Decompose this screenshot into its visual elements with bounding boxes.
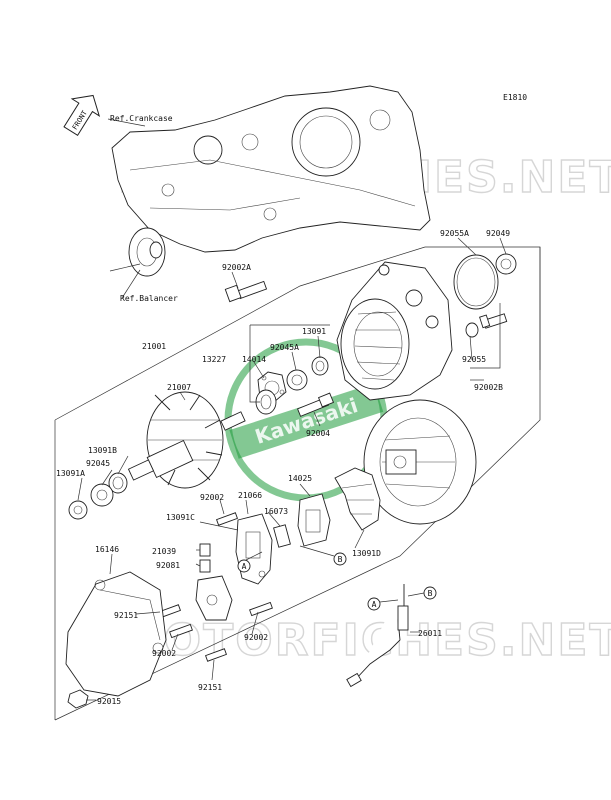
brush-holder-16073 [273,524,291,548]
stator-14025 [334,467,381,531]
part-21066: 21066 [238,491,262,500]
part-92055: 92055 [462,355,486,364]
part-92004: 92004 [306,429,330,438]
part-92015: 92015 [97,697,121,706]
nut-92015 [67,689,89,709]
collar-13091B [108,472,128,494]
screw-92002-b [169,623,193,639]
part-21039: 21039 [152,547,176,556]
svg-text:B: B [338,555,343,564]
seal-14014 [255,389,277,415]
callout-b-1: B [333,552,347,566]
part-14014: 14014 [242,355,266,364]
callout-a-2: A [367,597,381,611]
balancer-drawing [128,227,166,277]
part-13091D: 13091D [352,549,381,558]
part-92002-label-3: 92002 [244,633,268,642]
part-92151-label-1: 92151 [114,611,138,620]
rear-housing [363,399,477,525]
part-14025: 14025 [288,474,312,483]
collar-13091A [68,500,88,520]
stud-92004 [297,392,335,417]
crankcase-drawing [111,85,431,253]
screw-92002-c [249,601,273,617]
part-92002A: 92002A [222,263,251,272]
part-labels: 92055A 92049 92002A 13091 21001 13227 14… [56,229,510,706]
ic-holder [195,575,233,621]
regulator-21066 [297,493,331,547]
part-92055A: 92055A [440,229,469,238]
part-13091A: 13091A [56,469,85,478]
part-13091C: 13091C [166,513,195,522]
callout-a-1: A [237,559,251,573]
screw-92002-a [216,512,238,526]
part-13091B: 13091B [88,446,117,455]
bolt-92002A [224,280,268,303]
part-26011: 26011 [418,629,442,638]
brush-assembly-21039 [235,513,273,585]
bearing-92045A [286,369,308,391]
screw-92151-b [205,648,227,662]
front-arrow-icon: FRONT [63,94,101,137]
svg-text:A: A [242,562,247,571]
svg-text:B: B [428,589,433,598]
ref-balancer-label: Ref.Balancer [120,294,178,303]
o-ring-92055A [453,254,499,310]
terminal-21039 [199,543,211,573]
part-92049: 92049 [486,229,510,238]
ref-crankcase-label: Ref.Crankcase [110,114,173,123]
leader-lines [77,237,507,701]
wiring-26011 [346,584,409,688]
alternator-front-housing [336,261,453,401]
bearing-92049 [495,253,517,275]
part-92081: 92081 [156,561,180,570]
svg-text:A: A [372,600,377,609]
callout-b-2: B [423,586,437,600]
o-ring-92055 [465,322,479,338]
part-16073: 16073 [264,507,288,516]
diagram-id: E1810 [503,93,527,102]
part-21007: 21007 [167,383,191,392]
part-92002-label-1: 92002 [200,493,224,502]
cover-16146 [65,571,167,697]
part-92045A: 92045A [270,343,299,352]
collar-13091 [311,356,329,376]
bolt-92002B [479,313,508,329]
part-92151-label-2: 92151 [198,683,222,692]
part-13091: 13091 [302,327,326,336]
bearing-92045 [90,483,114,507]
part-92045: 92045 [86,459,110,468]
part-21001: 21001 [142,342,166,351]
part-16146: 16146 [95,545,119,554]
part-92002B: 92002B [474,383,503,392]
part-13227: 13227 [202,355,226,364]
watermark-text-bottom: MOTORFICHES.NET [118,615,611,666]
rotor-21007 [127,391,246,489]
part-92002-label-2: 92002 [152,649,176,658]
assembly-frame [54,246,541,721]
